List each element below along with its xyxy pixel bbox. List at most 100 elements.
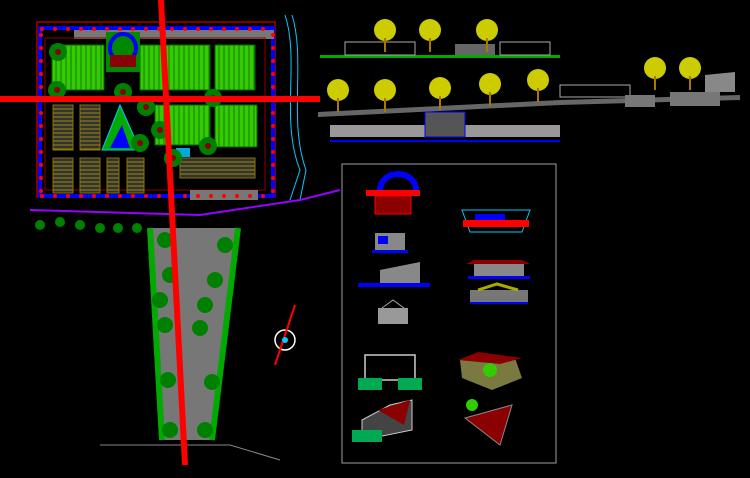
wall-post xyxy=(92,194,96,198)
wall-post xyxy=(209,27,213,31)
wall-post xyxy=(39,163,43,167)
chapel-plan xyxy=(366,171,420,215)
tree xyxy=(327,79,349,101)
wall-post xyxy=(271,111,275,115)
panel-frame xyxy=(341,163,557,464)
chapel-base xyxy=(110,55,136,67)
elevation-1 xyxy=(320,41,560,58)
street-line xyxy=(100,444,281,461)
tree xyxy=(644,57,666,79)
tree-trunk xyxy=(137,140,143,146)
wall-post xyxy=(271,59,275,63)
elevation-trees xyxy=(327,19,701,112)
north-paving xyxy=(74,30,274,39)
site-plan xyxy=(29,14,341,233)
chapel-perspective-2 xyxy=(352,399,413,442)
wall-post xyxy=(261,27,265,31)
tree-trunk xyxy=(537,88,539,102)
tree-trunk xyxy=(54,87,60,93)
tree xyxy=(192,320,208,336)
wall-post xyxy=(271,72,275,76)
details-panel xyxy=(341,163,557,464)
green-plot xyxy=(214,104,258,148)
wall-post xyxy=(144,194,148,198)
wall-post xyxy=(271,137,275,141)
tree-trunk xyxy=(429,38,431,52)
wall-post xyxy=(39,46,43,50)
grave-block xyxy=(79,157,101,194)
wall-post xyxy=(39,176,43,180)
chapel-perspective-1 xyxy=(358,354,422,390)
wall-post xyxy=(157,194,161,198)
chapel-rear-elevation xyxy=(378,299,408,324)
wall-post xyxy=(105,27,109,31)
chapel-side-elevation xyxy=(358,262,430,287)
east-west-axis xyxy=(0,96,320,102)
wall-post xyxy=(271,150,275,154)
wall-post xyxy=(235,27,239,31)
wall-post xyxy=(39,33,43,37)
wall-post xyxy=(209,194,213,198)
tree-trunk xyxy=(486,38,488,52)
wall-post xyxy=(66,194,70,198)
tree xyxy=(476,19,498,41)
tree xyxy=(207,272,223,288)
tree xyxy=(197,297,213,313)
wall-post xyxy=(118,27,122,31)
grave-block xyxy=(179,157,256,179)
wall-post xyxy=(79,194,83,198)
tree-trunk xyxy=(337,98,339,112)
avenue-edge-west xyxy=(147,227,165,441)
tree xyxy=(160,372,176,388)
avenue-edge-east xyxy=(209,227,241,441)
elevation-2 xyxy=(318,72,740,117)
tree-trunk xyxy=(654,76,656,90)
house-perspective-1 xyxy=(458,352,522,390)
wall-post xyxy=(79,27,83,31)
north-arrow-icon xyxy=(274,304,296,366)
wall-post xyxy=(271,46,275,50)
tree-trunk xyxy=(689,76,691,90)
section xyxy=(330,111,560,142)
wall-post xyxy=(40,194,44,198)
tree xyxy=(35,220,45,230)
wall-post xyxy=(271,85,275,89)
wall-post xyxy=(271,176,275,180)
tree xyxy=(419,19,441,41)
wall-post xyxy=(66,27,70,31)
tree-trunk xyxy=(205,143,211,149)
tree-trunk xyxy=(489,92,491,106)
wall-post xyxy=(53,194,57,198)
wall-post xyxy=(235,194,239,198)
house-perspective-2 xyxy=(463,399,513,446)
tree-trunk xyxy=(55,49,61,55)
wall-post xyxy=(183,27,187,31)
house-plan xyxy=(461,209,531,233)
tree-trunk xyxy=(439,96,441,110)
tree xyxy=(55,217,65,227)
green-plot xyxy=(214,44,256,91)
pond xyxy=(110,125,130,148)
tree-trunk xyxy=(157,127,163,133)
trees xyxy=(35,43,222,233)
wall-post xyxy=(196,27,200,31)
tree xyxy=(374,19,396,41)
grave-block xyxy=(79,104,101,151)
wall-post xyxy=(39,72,43,76)
wall-post xyxy=(53,27,57,31)
tree xyxy=(113,223,123,233)
wall-post xyxy=(118,194,122,198)
tree xyxy=(162,422,178,438)
tree xyxy=(157,232,173,248)
grave-block xyxy=(106,157,120,194)
wall-post xyxy=(271,163,275,167)
wall-post xyxy=(248,27,252,31)
wall-post xyxy=(248,194,252,198)
north-south-axis xyxy=(158,0,188,465)
tree-trunk xyxy=(384,98,386,112)
tree xyxy=(75,220,85,230)
tree xyxy=(679,57,701,79)
tree-trunk xyxy=(120,89,126,95)
grave-blocks xyxy=(52,104,256,194)
